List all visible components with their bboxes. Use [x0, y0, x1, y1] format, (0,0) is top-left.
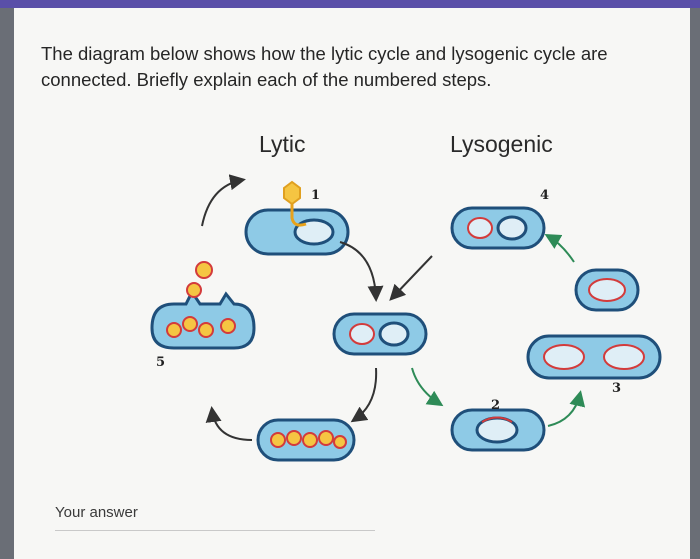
answer-label[interactable]: Your answer — [55, 504, 138, 521]
cycle-arrows — [201, 174, 586, 441]
lysogenic-cell-top — [450, 206, 546, 250]
lytic-lysogenic-diagram: 1 2 3 4 5 — [150, 174, 662, 462]
step-number: 4 — [540, 188, 549, 203]
step-number: 1 — [311, 188, 320, 203]
middle-cell — [332, 312, 428, 356]
step-number: 5 — [156, 355, 165, 370]
step5-lysing-cell — [150, 261, 256, 350]
lysogen-cell-right — [574, 268, 640, 312]
form-accent-bar — [0, 0, 700, 8]
question-text: The diagram below shows how the lytic cy… — [41, 43, 608, 90]
dividing-cells — [526, 334, 662, 380]
cell-full-of-phages — [256, 418, 356, 462]
step2-integrated-cell — [450, 408, 546, 452]
answer-input-underline[interactable] — [55, 530, 375, 531]
step-number: 2 — [491, 398, 500, 413]
label-lytic: Lytic — [259, 131, 306, 157]
step-number: 3 — [612, 381, 621, 396]
question-card: The diagram below shows how the lytic cy… — [14, 8, 690, 559]
label-lysogenic: Lysogenic — [450, 131, 553, 157]
step1-infecting-cell — [244, 180, 350, 256]
